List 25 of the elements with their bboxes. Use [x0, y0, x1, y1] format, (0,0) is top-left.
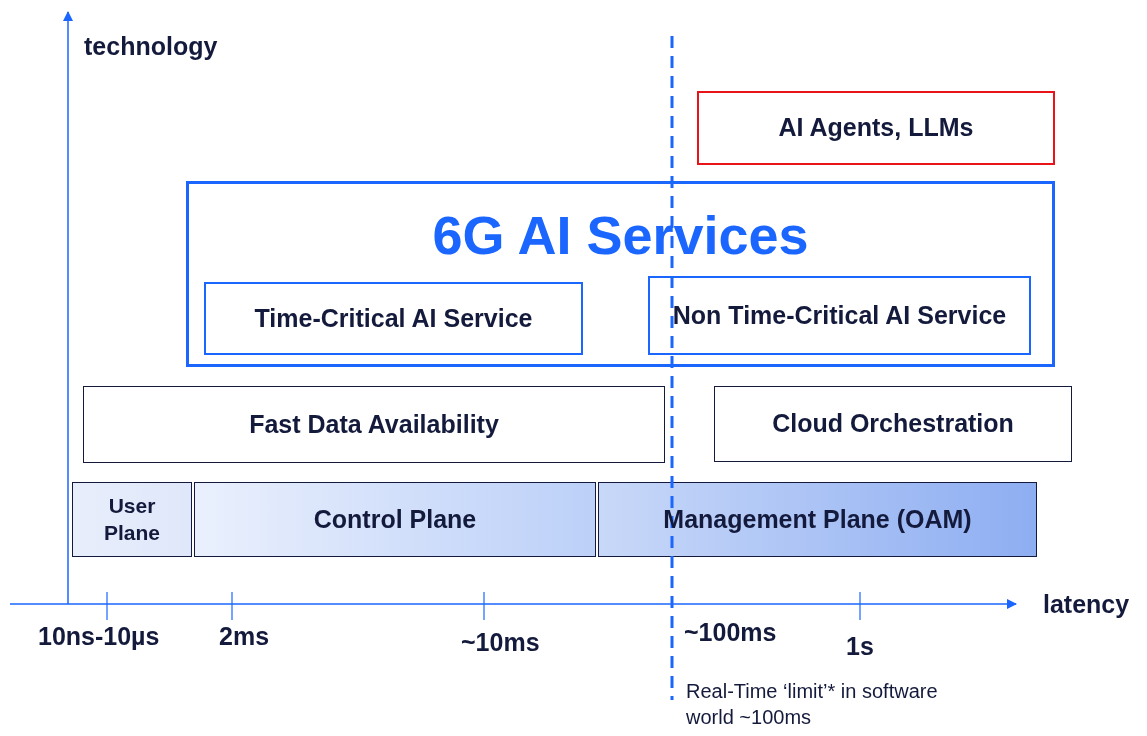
- tick-label: ~100ms: [684, 618, 777, 647]
- panel-title: 6G AI Services: [432, 204, 809, 267]
- plane-bar: [194, 482, 596, 557]
- layer-box: [714, 386, 1072, 462]
- box-label: User Plane: [103, 493, 161, 546]
- box-label: Cloud Orchestration: [772, 408, 1014, 440]
- plane-bar: [598, 482, 1037, 557]
- box-label: Management Plane (OAM): [663, 503, 972, 535]
- service-box: [648, 276, 1031, 355]
- services-panel: [186, 181, 1055, 367]
- box-label: Non Time-Critical AI Service: [672, 299, 1007, 331]
- plane-bar: [72, 482, 192, 557]
- tick-label: 2ms: [219, 622, 270, 651]
- box-label: Fast Data Availability: [249, 408, 499, 440]
- tick-label: ~10ms: [461, 628, 540, 657]
- tick-label: 1s: [846, 632, 874, 661]
- axis-title: latency: [1043, 590, 1130, 619]
- label-box: [697, 91, 1055, 165]
- service-box: [204, 282, 583, 355]
- axis-title: technology: [84, 32, 218, 61]
- box-label: AI Agents, LLMs: [778, 112, 974, 144]
- box-label: Control Plane: [313, 503, 477, 535]
- box-label: Time-Critical AI Service: [254, 302, 533, 334]
- layer-box: [83, 386, 665, 463]
- tick-label: 10ns-10µs: [38, 622, 160, 651]
